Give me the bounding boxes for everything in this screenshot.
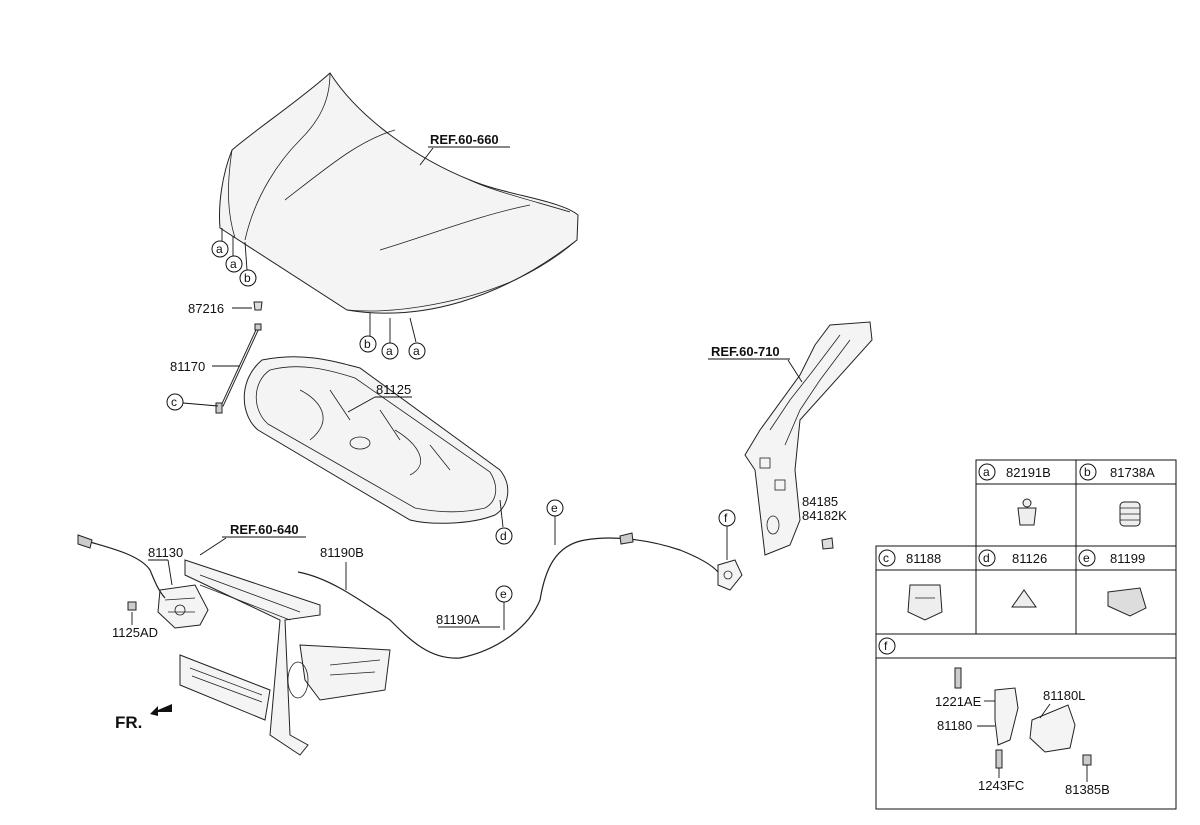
legend-cell-e: e 81199	[1078, 549, 1147, 617]
legend-f-part-4: 1243FC	[978, 778, 1024, 793]
callout-a-hood-4-letter: a	[413, 344, 420, 358]
part-87216-label: 87216	[188, 301, 224, 316]
callout-a-hood-2	[225, 255, 243, 273]
callout-e-2	[546, 499, 564, 517]
callout-b-hood-2-letter: b	[364, 337, 371, 351]
part-84185-label: 84185	[802, 494, 838, 509]
legend-e-letter: e	[1083, 551, 1090, 565]
legend-b-letter: b	[1084, 465, 1091, 479]
hood-insulator	[243, 356, 509, 524]
front-arrow-icon	[150, 704, 172, 716]
hood-panel	[219, 72, 579, 314]
legend-e-code: 81199	[1110, 551, 1145, 566]
leader-81130-b	[167, 559, 173, 586]
callout-a-hood-3-letter: a	[386, 344, 393, 358]
part-81125-label: 81125	[376, 382, 411, 397]
part-1125AD-label: 1125AD	[112, 625, 158, 640]
callout-b-hood-1-letter: b	[244, 271, 251, 285]
legend-table	[875, 459, 1177, 810]
release-handle	[717, 559, 743, 591]
part-81130-label: 81130	[148, 545, 183, 560]
callout-a-hood-1-letter: a	[216, 242, 223, 256]
leader-ref-hood	[419, 147, 434, 166]
legend-d-letter: d	[983, 551, 990, 565]
callout-a-hood-4	[408, 342, 426, 360]
legend-c-code: 81188	[906, 551, 941, 566]
leader-b1	[244, 241, 248, 271]
legend-cell-c: c 81188	[878, 549, 943, 621]
legend-cell-b: b 81738A	[1079, 463, 1155, 527]
cable-grommet	[619, 532, 634, 545]
legend-a-letter: a	[983, 465, 990, 479]
part-81190A-label: 81190A	[436, 612, 480, 627]
callout-e-1-letter: e	[500, 587, 507, 601]
callout-e-1	[495, 585, 513, 603]
part-81170-label: 81170	[170, 359, 205, 374]
callout-f	[718, 509, 736, 527]
legend-d-code: 81126	[1012, 551, 1047, 566]
callout-a-hood-2-letter: a	[230, 257, 237, 271]
part-84182K-label: 84182K	[802, 508, 847, 523]
leader-ref-pillar	[787, 359, 803, 383]
legend-c-letter: c	[883, 551, 889, 565]
legend-b-code: 81738A	[1110, 465, 1155, 480]
leader-f-2	[1039, 703, 1051, 719]
pin-icon	[1011, 589, 1037, 608]
bumper-icon	[1017, 507, 1037, 526]
callout-a-hood-3	[381, 342, 399, 360]
legend-f-letter: f	[884, 639, 888, 653]
hood-latch-assembly	[77, 534, 209, 629]
leader-a4	[409, 317, 417, 343]
legend-f-part-2: 81180L	[1043, 688, 1085, 703]
callout-b-hood-2	[359, 335, 377, 353]
legend-f-part-3: 81180	[937, 718, 972, 733]
cable-clip-icon	[1107, 587, 1147, 617]
leader-c	[182, 402, 219, 407]
hood-release-cable	[297, 537, 719, 659]
callout-d	[495, 527, 513, 545]
leader-d	[499, 499, 504, 528]
legend-a-code: 82191B	[1006, 465, 1051, 480]
hood-stay-rod	[215, 301, 263, 414]
front-direction-label: FR.	[115, 713, 142, 732]
legend-cell-d: d 81126	[978, 549, 1047, 608]
leader-ref-carrier	[199, 537, 227, 556]
callout-b-hood-1	[239, 269, 257, 287]
part-81190B-label: 81190B	[320, 545, 364, 560]
leader-81125-b	[347, 396, 376, 413]
callout-e-2-letter: e	[551, 501, 558, 515]
radiator-support	[179, 559, 391, 756]
clip-icon	[907, 584, 943, 621]
callout-c	[166, 393, 184, 411]
callout-d-letter: d	[500, 529, 507, 543]
callout-a-hood-1	[211, 240, 229, 258]
legend-f-part-5: 81385B	[1065, 782, 1110, 797]
ref-hood-label: REF.60-660	[430, 132, 499, 147]
pillar-panel	[744, 321, 873, 556]
legend-cell-a: a 82191B	[978, 463, 1051, 526]
legend-f-part-1: 1221AE	[935, 694, 982, 709]
callout-c-letter: c	[171, 395, 177, 409]
ref-carrier-label: REF.60-640	[230, 522, 299, 537]
ref-pillar-label: REF.60-710	[711, 344, 780, 359]
legend-cell-f: f 1221AE 81180L 81180 1243FC 81385B	[878, 637, 1110, 797]
callout-f-letter: f	[724, 511, 728, 525]
